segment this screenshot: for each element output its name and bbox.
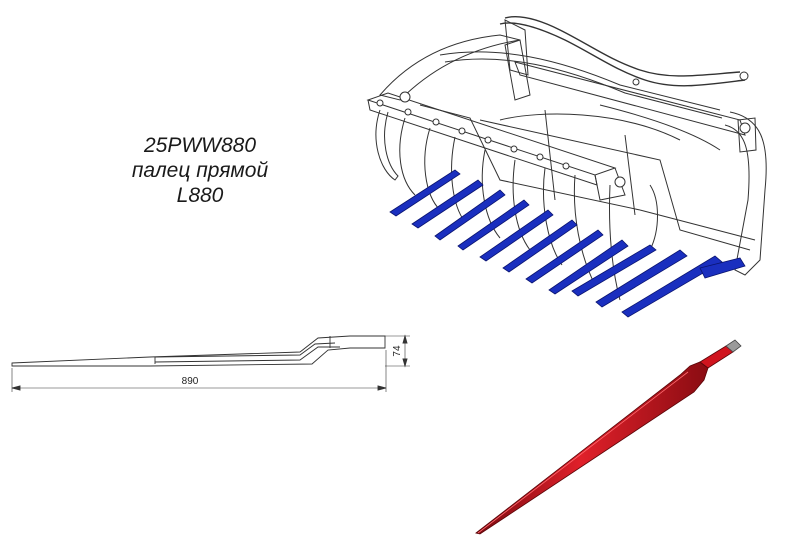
lower-tines-blue [389, 169, 746, 318]
product-length: L880 [176, 184, 224, 207]
product-name: палец прямой [131, 159, 269, 182]
dimension-length: 890 [182, 376, 199, 387]
tine-3d-render [475, 339, 742, 535]
grab-bucket-illustration [366, 16, 767, 301]
product-code: 25PWW880 [143, 134, 257, 157]
dimension-height: 74 [392, 345, 403, 357]
product-caption: 25PWW880 палец прямой L880 [100, 133, 300, 208]
tine-technical-drawing [11, 334, 410, 392]
